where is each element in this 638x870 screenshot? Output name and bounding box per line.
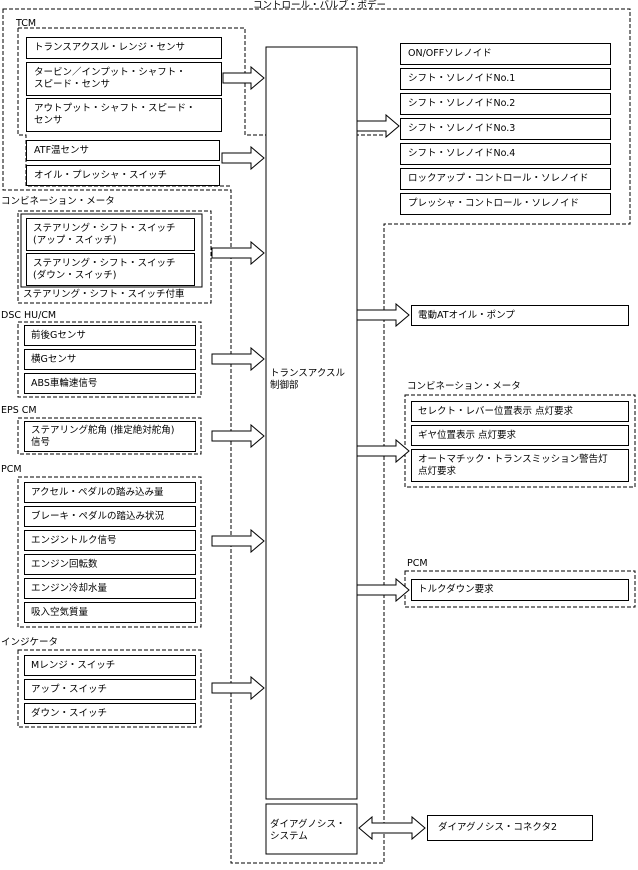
indicator-group-border [17,649,202,728]
input-box-abs-wheel-speed: ABS車輪速信号 [24,373,196,394]
input-box-intake-air-mass: 吸入空気質量 [24,602,196,623]
input-box-steering-up-switch: ステアリング・シフト・スイッチ (アップ・スイッチ) [26,218,195,251]
input-box-atf-temp-sensor: ATF温センサ [26,140,220,161]
pcm-input-group-border [17,476,202,628]
arrow-steering-switches [211,240,265,266]
diagnosis-system-label: ダイアグノシス・ システム [270,819,346,842]
input-box-lateral-g-sensor: 横Gセンサ [24,349,196,370]
input-box-transaxle-range-sensor: トランスアクスル・レンジ・センサ [26,37,222,59]
eps-label: EPS CM [1,405,37,416]
input-box-engine-speed: エンジン回転数 [24,554,196,575]
input-box-output-shaft-speed-sensor: アウトプット・シャフト・スピード・ センサ [26,98,222,132]
input-box-accelerator-pedal: アクセル・ペダルの踏み込み量 [24,482,196,503]
combination-meter-output-border [404,394,636,488]
output-box-electric-oil-pump: 電動ATオイル・ポンプ [411,305,629,326]
tcm-label: TCM [16,18,37,29]
output-box-at-warning-light: オートマチック・トランスミッション警告灯 点灯要求 [411,449,629,482]
combination-meter-output-label: コンビネーション・メータ [407,381,521,392]
output-box-torque-down-request: トルクダウン要求 [411,579,629,601]
arrow-tcm-temp [221,145,265,171]
output-box-pressure-solenoid: プレッシャ・コントロール・ソレノイド [400,193,611,215]
input-box-turbine-speed-sensor: タービン／インプット・シャフト・ スピード・センサ [26,62,222,96]
output-box-shift-solenoid-2: シフト・ソレノイドNo.2 [400,93,611,115]
indicator-label: インジケータ [1,637,59,648]
output-box-shift-solenoid-1: シフト・ソレノイドNo.1 [400,68,611,90]
output-box-shift-solenoid-3: シフト・ソレノイドNo.3 [400,118,611,140]
arrow-dsc [211,346,265,372]
input-box-down-switch: ダウン・スイッチ [24,703,196,724]
arrow-combination-meter [356,438,410,464]
combination-meter-label: コンビネーション・メータ [1,196,115,207]
valve-body-outline [2,8,631,864]
input-box-brake-pedal: ブレーキ・ペダルの踏込み状況 [24,506,196,527]
arrow-tcm-sensors [222,65,265,91]
arrow-pump [356,302,410,328]
input-box-engine-coolant: エンジン冷却水量 [24,578,196,599]
transaxle-controller-label: トランスアクスル 制御部 [270,368,346,391]
output-box-lockup-solenoid: ロックアップ・コントロール・ソレノイド [400,168,611,190]
input-box-oil-pressure-switch: オイル・プレッシャ・スイッチ [26,165,220,186]
transaxle-controller-bar [265,46,358,800]
diagnosis-system-bar [265,803,358,855]
combination-meter-group-border [17,210,212,304]
steering-switch-group-label: ステアリング・シフト・スイッチ付車 [23,289,185,300]
dsc-label: DSC HU/CM [1,310,57,321]
input-box-m-range-switch: Mレンジ・スイッチ [24,655,196,676]
input-box-up-switch: アップ・スイッチ [24,679,196,700]
output-box-diagnosis-connector: ダイアグノシス・コネクタ2 [427,815,593,841]
output-box-gear-position-display: ギヤ位置表示 点灯要求 [411,425,629,446]
output-box-onoff-solenoid: ON/OFFソレノイド [400,43,611,65]
valve-body-title: コントロール・バルブ・ボデー [253,0,387,11]
output-box-shift-solenoid-4: シフト・ソレノイドNo.4 [400,143,611,165]
arrow-pcm [211,528,265,554]
arrow-eps [211,423,265,449]
dsc-group-border [17,321,202,398]
input-box-longitudinal-g-sensor: 前後Gセンサ [24,325,196,346]
input-box-engine-torque: エンジントルク信号 [24,530,196,551]
input-box-steering-angle: ステアリング舵角 (推定絶対舵角) 信号 [24,421,196,452]
eps-group-border [17,417,202,455]
output-box-select-lever-display: セレクト・レバー位置表示 点灯要求 [411,401,629,422]
arrow-indicator [211,675,265,701]
diagnosis-double-arrow [358,815,426,841]
arrow-pcm-output [356,577,410,603]
pcm-output-label: PCM [407,558,428,569]
input-box-steering-down-switch: ステアリング・シフト・スイッチ (ダウン・スイッチ) [26,253,195,286]
pcm-input-label: PCM [1,464,22,475]
arrow-solenoids [356,113,400,139]
steering-switch-inner-border [20,213,203,288]
